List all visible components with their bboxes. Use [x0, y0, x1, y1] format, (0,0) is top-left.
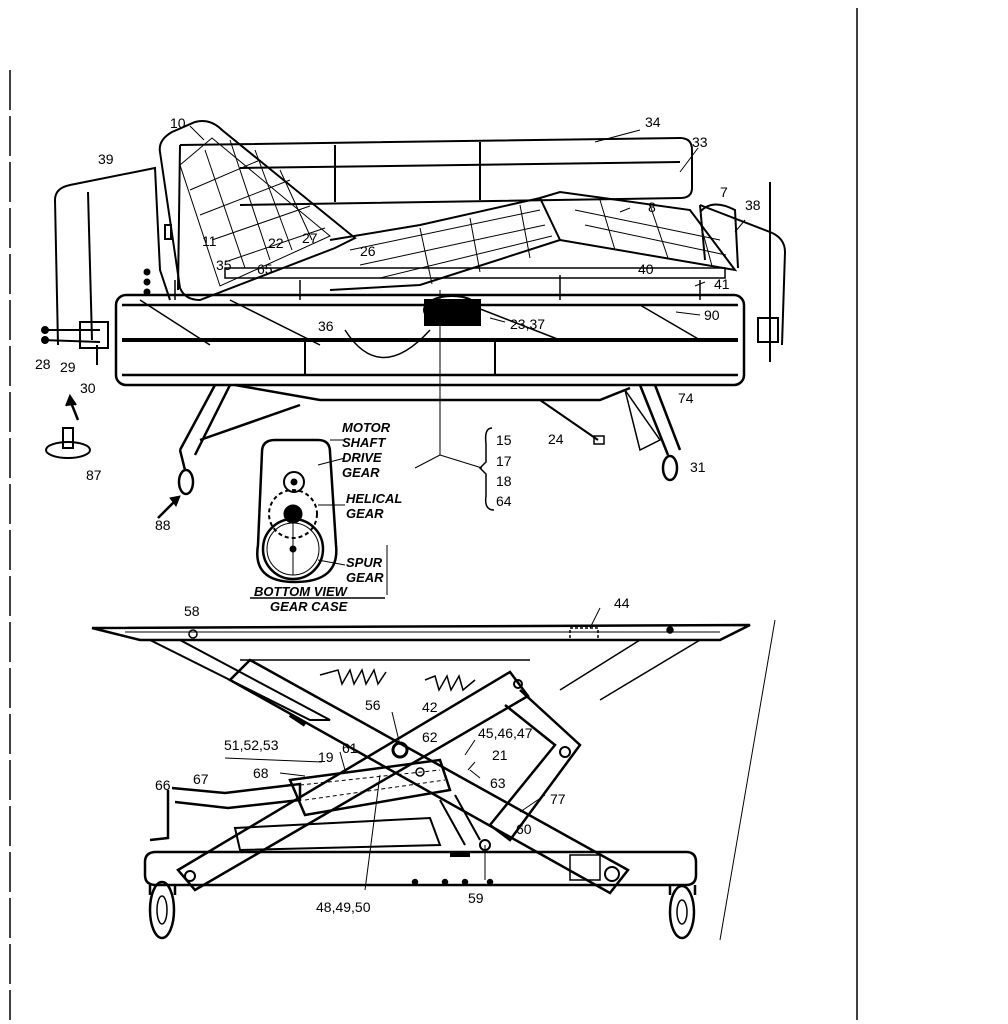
label-7: 7 [720, 184, 728, 200]
top-part-labels: 10 34 33 39 7 38 8 11 22 27 26 35 65 40 … [35, 114, 761, 533]
bed-legs [177, 383, 682, 496]
label-44: 44 [614, 595, 630, 611]
gear-caption-gear-case: GEAR CASE [270, 599, 348, 614]
label-30: 30 [80, 380, 96, 396]
label-24: 24 [548, 431, 564, 447]
label-65: 65 [257, 261, 273, 277]
arrow-88 [157, 499, 177, 519]
far-side-rail [177, 136, 693, 291]
label-42: 42 [422, 699, 438, 715]
foot-fittings [757, 317, 779, 362]
motor [344, 295, 481, 359]
lift-casters [148, 880, 697, 940]
gear-label-spur-gear: GEAR [346, 570, 384, 585]
label-19: 19 [318, 749, 334, 765]
label-41: 41 [714, 276, 730, 292]
caster-socket [45, 393, 91, 459]
label-61: 61 [342, 740, 358, 756]
head-fittings [41, 321, 109, 365]
label-60: 60 [516, 821, 532, 837]
label-26: 26 [360, 243, 376, 259]
bed-assembly [41, 120, 787, 519]
scissor-arm-b [227, 658, 630, 895]
scissor-lift [91, 607, 751, 940]
lift-motor [233, 794, 481, 852]
label-31: 31 [690, 459, 706, 475]
label-35: 35 [216, 257, 232, 273]
label-68: 68 [253, 765, 269, 781]
label-62: 62 [422, 729, 438, 745]
label-87: 87 [86, 467, 102, 483]
gear-label-drive-gear: GEAR [342, 465, 380, 480]
label-8: 8 [648, 199, 656, 215]
gear-case-labels: MOTOR SHAFT DRIVE GEAR HELICAL GEAR SPUR… [254, 420, 402, 614]
foot-end-panel [699, 182, 787, 362]
gear-label-helical: HELICAL [346, 491, 402, 506]
label-64: 64 [496, 493, 512, 509]
label-74: 74 [678, 390, 694, 406]
gear-label-shaft: SHAFT [342, 435, 386, 450]
label-15: 15 [496, 432, 512, 448]
label-21: 21 [492, 747, 508, 763]
head-end-panel [54, 166, 172, 346]
lift-actuator [149, 758, 452, 842]
label-29: 29 [60, 359, 76, 375]
label-56: 56 [365, 697, 381, 713]
head-spring [158, 120, 357, 302]
lift-base [143, 850, 698, 887]
bottom-part-labels: 58 44 56 42 51,52,53 19 61 62 45,46,47 2… [155, 595, 630, 915]
bed-frame [114, 267, 746, 387]
label-36: 36 [318, 318, 334, 334]
label-45-46-47: 45,46,47 [478, 725, 533, 741]
label-28: 28 [35, 356, 51, 372]
label-33: 33 [692, 134, 708, 150]
label-17: 17 [496, 453, 512, 469]
label-18: 18 [496, 473, 512, 489]
label-39: 39 [98, 151, 114, 167]
label-59: 59 [468, 890, 484, 906]
label-34: 34 [645, 114, 661, 130]
brace [478, 427, 495, 511]
gear-label-spur: SPUR [346, 555, 383, 570]
label-22: 22 [268, 235, 284, 251]
gear-label-drive: DRIVE [342, 450, 382, 465]
label-51-52-53: 51,52,53 [224, 737, 279, 753]
label-58: 58 [184, 603, 200, 619]
label-90: 90 [704, 307, 720, 323]
label-38: 38 [745, 197, 761, 213]
label-11: 11 [202, 233, 217, 249]
leader-lines [189, 125, 746, 469]
label-40: 40 [638, 261, 654, 277]
gear-label-motor: MOTOR [342, 420, 391, 435]
label-27: 27 [302, 230, 318, 246]
label-10: 10 [170, 115, 186, 131]
label-67: 67 [193, 771, 209, 787]
lift-leader-lines [224, 607, 601, 891]
scissor-arm-a [176, 670, 530, 892]
label-48-49-50: 48,49,50 [316, 899, 371, 915]
arrowhead-88 [169, 495, 181, 508]
spring-deck [329, 190, 738, 291]
label-77: 77 [550, 791, 566, 807]
label-63: 63 [490, 775, 506, 791]
scan-border [9, 8, 858, 1020]
gear-label-helical-gear: GEAR [346, 506, 384, 521]
gear-caption-bottom-view: BOTTOM VIEW [254, 584, 349, 599]
label-66: 66 [155, 777, 171, 793]
gear-case-inset [250, 438, 388, 599]
lift-top-frame [91, 623, 751, 727]
lift-springs [240, 659, 530, 692]
label-23-37: 23,37 [510, 316, 545, 332]
label-88: 88 [155, 517, 171, 533]
